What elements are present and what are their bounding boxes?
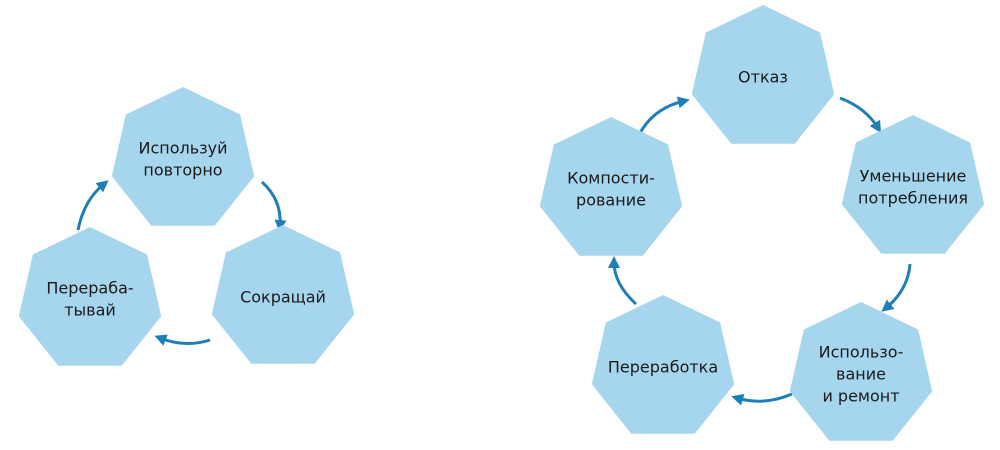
cycle-step-node: Использо-вание и ремонт: [789, 302, 933, 441]
heptagon-shape: [111, 87, 255, 226]
cycle-arrow: [881, 263, 912, 312]
node-label-line: Перераба-: [46, 279, 133, 298]
cycle-step-node: Уменьшение потребления: [841, 115, 985, 254]
node-label-line: вание: [836, 365, 886, 384]
cycle-arrow: [260, 180, 287, 232]
heptagon-shape: [18, 227, 162, 366]
node-label-line: повторно: [143, 161, 222, 180]
node-label-line: тывай: [64, 301, 116, 320]
cycle-arrow: [638, 96, 690, 134]
cycle-arrow: [76, 180, 109, 231]
heptagon-shape: [789, 302, 933, 441]
node-label-line: рование: [576, 191, 646, 210]
cycle-arrow: [731, 392, 793, 406]
heptagon-shape: [539, 117, 683, 256]
heptagon-shape: [691, 5, 835, 144]
cycle-step-node: Используй повторно: [111, 87, 255, 226]
cycle-arrow: [154, 334, 211, 346]
node-label-line: Используй: [138, 139, 227, 158]
cycle-step-node: Перераба-тывай: [18, 227, 162, 366]
node-label-line: Использо-: [819, 343, 904, 362]
cycle-step-node: Сокращай: [211, 225, 355, 364]
node-label-line: Переработка: [608, 358, 718, 377]
heptagon-shape: [211, 225, 355, 364]
node-label-line: Компости-: [567, 169, 655, 188]
cycle-step-node: Компости-рование: [539, 117, 683, 256]
node-label-line: потребления: [858, 189, 968, 208]
heptagon-shape: [841, 115, 985, 254]
cycle-step-node: Отказ: [691, 5, 835, 144]
cycle-arrow: [608, 256, 638, 306]
heptagon-shape: [591, 295, 735, 434]
node-label-line: и ремонт: [822, 387, 899, 406]
node-label-line: Уменьшение: [860, 167, 967, 186]
node-label-line: Сокращай: [240, 288, 326, 307]
node-label-line: Отказ: [738, 68, 788, 87]
cycle-arrow: [839, 96, 882, 134]
cycle-step-node: Переработка: [591, 295, 735, 434]
